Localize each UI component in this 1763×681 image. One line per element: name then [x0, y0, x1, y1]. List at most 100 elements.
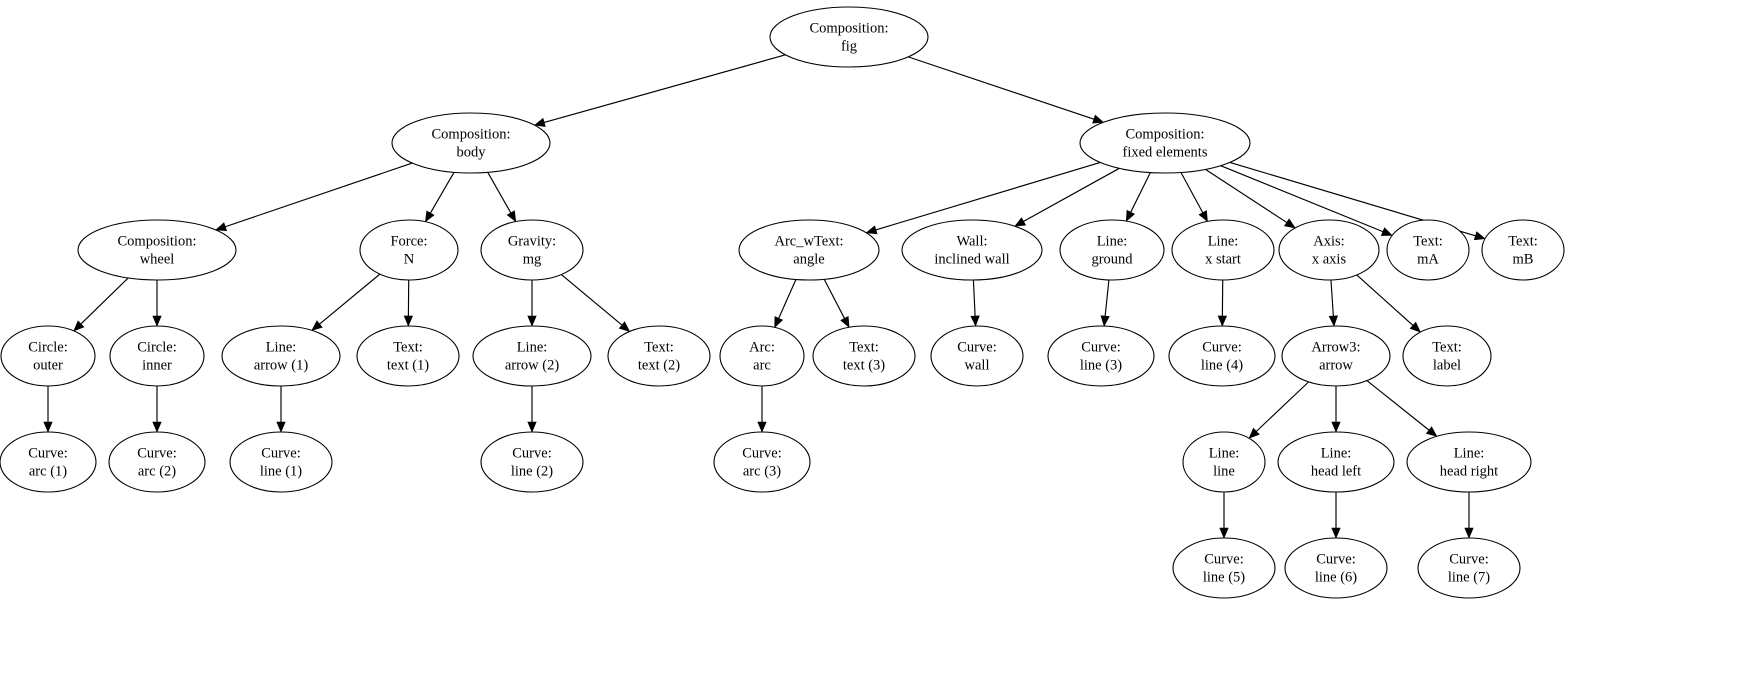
node-ellipse[interactable]: [1059, 219, 1165, 281]
node-composition-body[interactable]: Composition:body: [391, 112, 551, 174]
node-text-text-3[interactable]: Text:text (3): [812, 325, 916, 387]
node-ellipse[interactable]: [812, 325, 916, 387]
node-arrow3-arrow[interactable]: Arrow3: arrow: [1281, 325, 1391, 387]
node-ellipse[interactable]: [1171, 219, 1275, 281]
node-ellipse[interactable]: [1402, 325, 1492, 387]
node-ellipse[interactable]: [1417, 537, 1521, 599]
node-ellipse[interactable]: [1278, 219, 1380, 281]
node-ellipse[interactable]: [391, 112, 551, 174]
node-ellipse[interactable]: [719, 325, 805, 387]
node-ellipse[interactable]: [1182, 431, 1266, 493]
node-ellipse[interactable]: [109, 325, 205, 387]
node-axis-x-axis[interactable]: Axis:x axis: [1278, 219, 1380, 281]
node-ellipse[interactable]: [1168, 325, 1276, 387]
node-ellipse[interactable]: [1284, 537, 1388, 599]
node-curve-arc-3[interactable]: Curve:arc (3): [713, 431, 811, 493]
node-label-type: Text:: [849, 339, 879, 355]
node-composition-wheel[interactable]: Composition:wheel: [77, 219, 237, 281]
node-ellipse[interactable]: [77, 219, 237, 281]
arrowhead-icon: [618, 321, 631, 332]
node-line-arrow-2[interactable]: Line:arrow (2): [472, 325, 592, 387]
node-label-name: wall: [965, 357, 990, 373]
node-ellipse[interactable]: [930, 325, 1024, 387]
node-label-type: Curve:: [512, 445, 551, 461]
node-wall-inclined-wall[interactable]: Wall:inclined wall: [901, 219, 1043, 281]
node-ellipse[interactable]: [1047, 325, 1155, 387]
node-text-text-1[interactable]: Text:text (1): [356, 325, 460, 387]
edge-line: [1220, 165, 1384, 233]
node-ellipse[interactable]: [901, 219, 1043, 281]
edge-outer-to-arc-1: [43, 386, 53, 433]
node-ellipse[interactable]: [1281, 325, 1391, 387]
node-text-ma[interactable]: Text:mA: [1386, 219, 1470, 281]
node-label-type: Arrow3:: [1311, 339, 1360, 355]
node-text-mb[interactable]: Text:mB: [1481, 219, 1565, 281]
node-ellipse[interactable]: [108, 431, 206, 493]
node-ellipse[interactable]: [229, 431, 333, 493]
node-ellipse[interactable]: [480, 219, 584, 281]
node-ellipse[interactable]: [356, 325, 460, 387]
node-line-ground[interactable]: Line:ground: [1059, 219, 1165, 281]
node-ellipse[interactable]: [1079, 112, 1251, 174]
node-ellipse[interactable]: [1172, 537, 1276, 599]
node-label-name: arrow: [1319, 357, 1353, 373]
node-ellipse[interactable]: [480, 431, 584, 493]
node-composition-fixed-elements[interactable]: Composition:fixed elements: [1079, 112, 1251, 174]
node-line-line[interactable]: Line:line: [1182, 431, 1266, 493]
node-ellipse[interactable]: [1481, 219, 1565, 281]
node-ellipse[interactable]: [0, 325, 96, 387]
arrowhead-icon: [506, 210, 517, 223]
node-label-type: Axis:: [1313, 233, 1344, 249]
node-line-head-right[interactable]: Line:head right: [1406, 431, 1532, 493]
node-label-type: Text:: [1413, 233, 1443, 249]
node-force-n[interactable]: Force:N: [359, 219, 459, 281]
node-curve-wall[interactable]: Curve: wall: [930, 325, 1024, 387]
node-circle-inner[interactable]: Circle:inner: [109, 325, 205, 387]
edge-wheel-to-outer: [73, 277, 129, 332]
node-label-type: Curve:: [957, 339, 996, 355]
node-curve-line-3[interactable]: Curve:line (3): [1047, 325, 1155, 387]
node-curve-line-5[interactable]: Curve:line (5): [1172, 537, 1276, 599]
edge-line: [1104, 279, 1110, 317]
node-curve-line-1[interactable]: Curve:line (1): [229, 431, 333, 493]
arrowhead-icon: [215, 222, 228, 232]
node-ellipse[interactable]: [713, 431, 811, 493]
node-arc-arc[interactable]: Arc:arc: [719, 325, 805, 387]
edge-line: [823, 279, 846, 319]
node-label-name: fig: [841, 38, 857, 54]
node-ellipse[interactable]: [1406, 431, 1532, 493]
node-curve-line-7[interactable]: Curve:line (7): [1417, 537, 1521, 599]
node-line-head-left[interactable]: Line:head left: [1277, 431, 1395, 493]
node-ellipse[interactable]: [769, 6, 929, 68]
node-ellipse[interactable]: [1386, 219, 1470, 281]
node-composition-fig[interactable]: Composition:fig: [769, 6, 929, 68]
node-ellipse[interactable]: [738, 219, 880, 281]
node-label-name: line (2): [511, 463, 553, 479]
node-line-arrow-1[interactable]: Line:arrow (1): [221, 325, 341, 387]
node-ellipse[interactable]: [359, 219, 459, 281]
node-ellipse[interactable]: [1277, 431, 1395, 493]
node-curve-line-6[interactable]: Curve:line (6): [1284, 537, 1388, 599]
edge-body-to-mg: [487, 172, 517, 223]
edge-x-axis-to-arrow: [1328, 279, 1338, 327]
node-curve-line-2[interactable]: Curve: line (2): [480, 431, 584, 493]
node-circle-outer[interactable]: Circle:outer: [0, 325, 96, 387]
edge-inclined-wall-to-wall: [970, 279, 980, 327]
node-gravity-mg[interactable]: Gravity:mg: [480, 219, 584, 281]
node-curve-arc-1[interactable]: Curve:arc (1): [0, 431, 97, 493]
node-ellipse[interactable]: [221, 325, 341, 387]
node-curve-arc-2[interactable]: Curve:arc (2): [108, 431, 206, 493]
node-text-text-2[interactable]: Text:text (2): [607, 325, 711, 387]
arrowhead-icon: [1283, 218, 1296, 229]
node-line-x-start[interactable]: Line:x start: [1171, 219, 1275, 281]
arrowhead-icon: [757, 421, 767, 433]
node-curve-line-4[interactable]: Curve:line (4): [1168, 325, 1276, 387]
node-ellipse[interactable]: [607, 325, 711, 387]
node-ellipse[interactable]: [0, 431, 97, 493]
node-label-type: Curve:: [1316, 551, 1355, 567]
node-label-name: arc (3): [743, 463, 781, 479]
node-ellipse[interactable]: [472, 325, 592, 387]
edge-fixed-elements-to-ma: [1220, 165, 1393, 236]
node-text-label[interactable]: Text:label: [1402, 325, 1492, 387]
node-arc-wtext-angle[interactable]: Arc_wText:angle: [738, 219, 880, 281]
